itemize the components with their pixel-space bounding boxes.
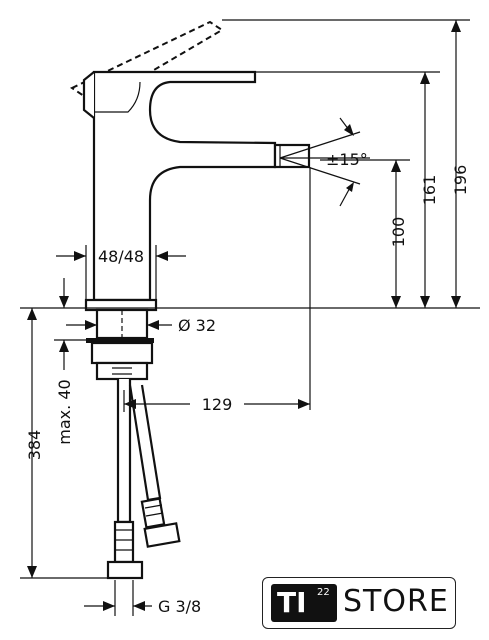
dim-angle-15: ±15°: [326, 150, 368, 169]
store-logo-text: STORE: [343, 584, 449, 619]
dim-196: 196: [451, 165, 470, 196]
dim-100: 100: [389, 217, 408, 248]
dim-diameter-32: Ø 32: [178, 316, 216, 335]
dimension-lines-right: [20, 19, 480, 410]
connection-dimension: [84, 580, 152, 616]
supply-hoses: [106, 379, 181, 580]
dim-129: 129: [202, 395, 233, 414]
store-logo-number: 22: [317, 587, 330, 598]
spray-angle-lines: [279, 117, 370, 207]
dim-161: 161: [420, 175, 439, 206]
faucet-base: [84, 298, 158, 381]
store-logo-ti: TI: [277, 586, 307, 619]
dim-48-48: 48/48: [98, 247, 144, 266]
projection-dimension: [123, 390, 310, 412]
left-dimension-lines: [20, 278, 110, 579]
store-logo-badge: TI 22: [271, 584, 337, 622]
base-width-dimension: [56, 245, 186, 330]
dim-384: 384: [25, 430, 44, 461]
faucet-body: [82, 70, 277, 302]
bidet-outlet-nozzle: [273, 143, 311, 169]
dim-max-40: max. 40: [55, 379, 74, 444]
dim-g-3-8: G 3/8: [158, 597, 201, 616]
store-logo: TI 22 STORE: [262, 577, 456, 629]
